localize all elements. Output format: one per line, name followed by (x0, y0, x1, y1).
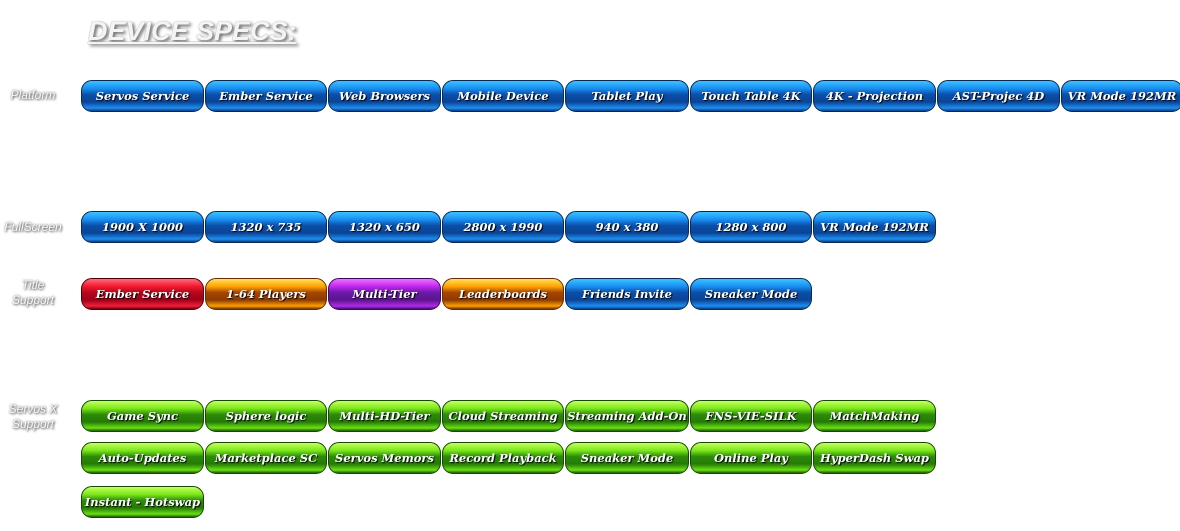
section-label: Servos X Support (8, 402, 58, 431)
spec-button[interactable]: Auto-Updates (81, 442, 204, 474)
spec-button[interactable]: Friends Invite (565, 278, 689, 310)
section-label: Platform (10, 88, 56, 102)
spec-button[interactable]: Game Sync (81, 400, 204, 432)
spec-button[interactable]: FNS-VIE-SILK (690, 400, 812, 432)
spec-button[interactable]: Leaderboards (442, 278, 564, 310)
spec-button[interactable]: VR Mode 192MR (813, 211, 936, 243)
spec-button[interactable]: Streaming Add-On (565, 400, 689, 432)
spec-button[interactable]: 1320 x 650 (328, 211, 441, 243)
spec-button[interactable]: Ember Service (81, 278, 204, 310)
spec-button[interactable]: Touch Table 4K (690, 80, 812, 112)
spec-button[interactable]: 940 x 380 (565, 211, 689, 243)
spec-button[interactable]: HyperDash Swap (813, 442, 936, 474)
spec-button[interactable]: 4K - Projection (813, 80, 936, 112)
spec-button[interactable]: Cloud Streaming (442, 400, 564, 432)
spec-button[interactable]: Multi-HD-Tier (328, 400, 441, 432)
spec-button[interactable]: 1900 X 1000 (81, 211, 204, 243)
page-title: DEVICE SPECS: (88, 16, 297, 46)
spec-button[interactable]: 1280 x 800 (690, 211, 812, 243)
spec-button[interactable]: Mobile Device (442, 80, 564, 112)
spec-button[interactable]: Sphere logic (205, 400, 327, 432)
spec-button[interactable]: Instant - Hotswap (81, 486, 204, 518)
spec-button[interactable]: Sneaker Mode (690, 278, 812, 310)
spec-button[interactable]: Record Playback (442, 442, 564, 474)
spec-button[interactable]: Multi-Tier (328, 278, 441, 310)
section-label: FullScreen (4, 220, 62, 234)
spec-button[interactable]: Servos Service (81, 80, 204, 112)
spec-button[interactable]: Marketplace SC (205, 442, 327, 474)
spec-button[interactable]: Web Browsers (328, 80, 441, 112)
spec-button[interactable]: Online Play (690, 442, 812, 474)
spec-button[interactable]: 1320 x 735 (205, 211, 327, 243)
spec-button[interactable]: MatchMaking (813, 400, 936, 432)
spec-button[interactable]: 1-64 Players (205, 278, 327, 310)
button-row: Instant - Hotswap (81, 486, 205, 518)
spec-button[interactable]: 2800 x 1990 (442, 211, 564, 243)
section-label: Title Support (11, 278, 55, 307)
spec-button[interactable]: AST-Projec 4D (937, 80, 1060, 112)
spec-button[interactable]: VR Mode 192MR (1061, 80, 1180, 112)
spec-button[interactable]: Ember Service (205, 80, 327, 112)
spec-button[interactable]: Tablet Play (565, 80, 689, 112)
spec-button[interactable]: Sneaker Mode (565, 442, 689, 474)
spec-button[interactable]: Servos Memors (328, 442, 441, 474)
